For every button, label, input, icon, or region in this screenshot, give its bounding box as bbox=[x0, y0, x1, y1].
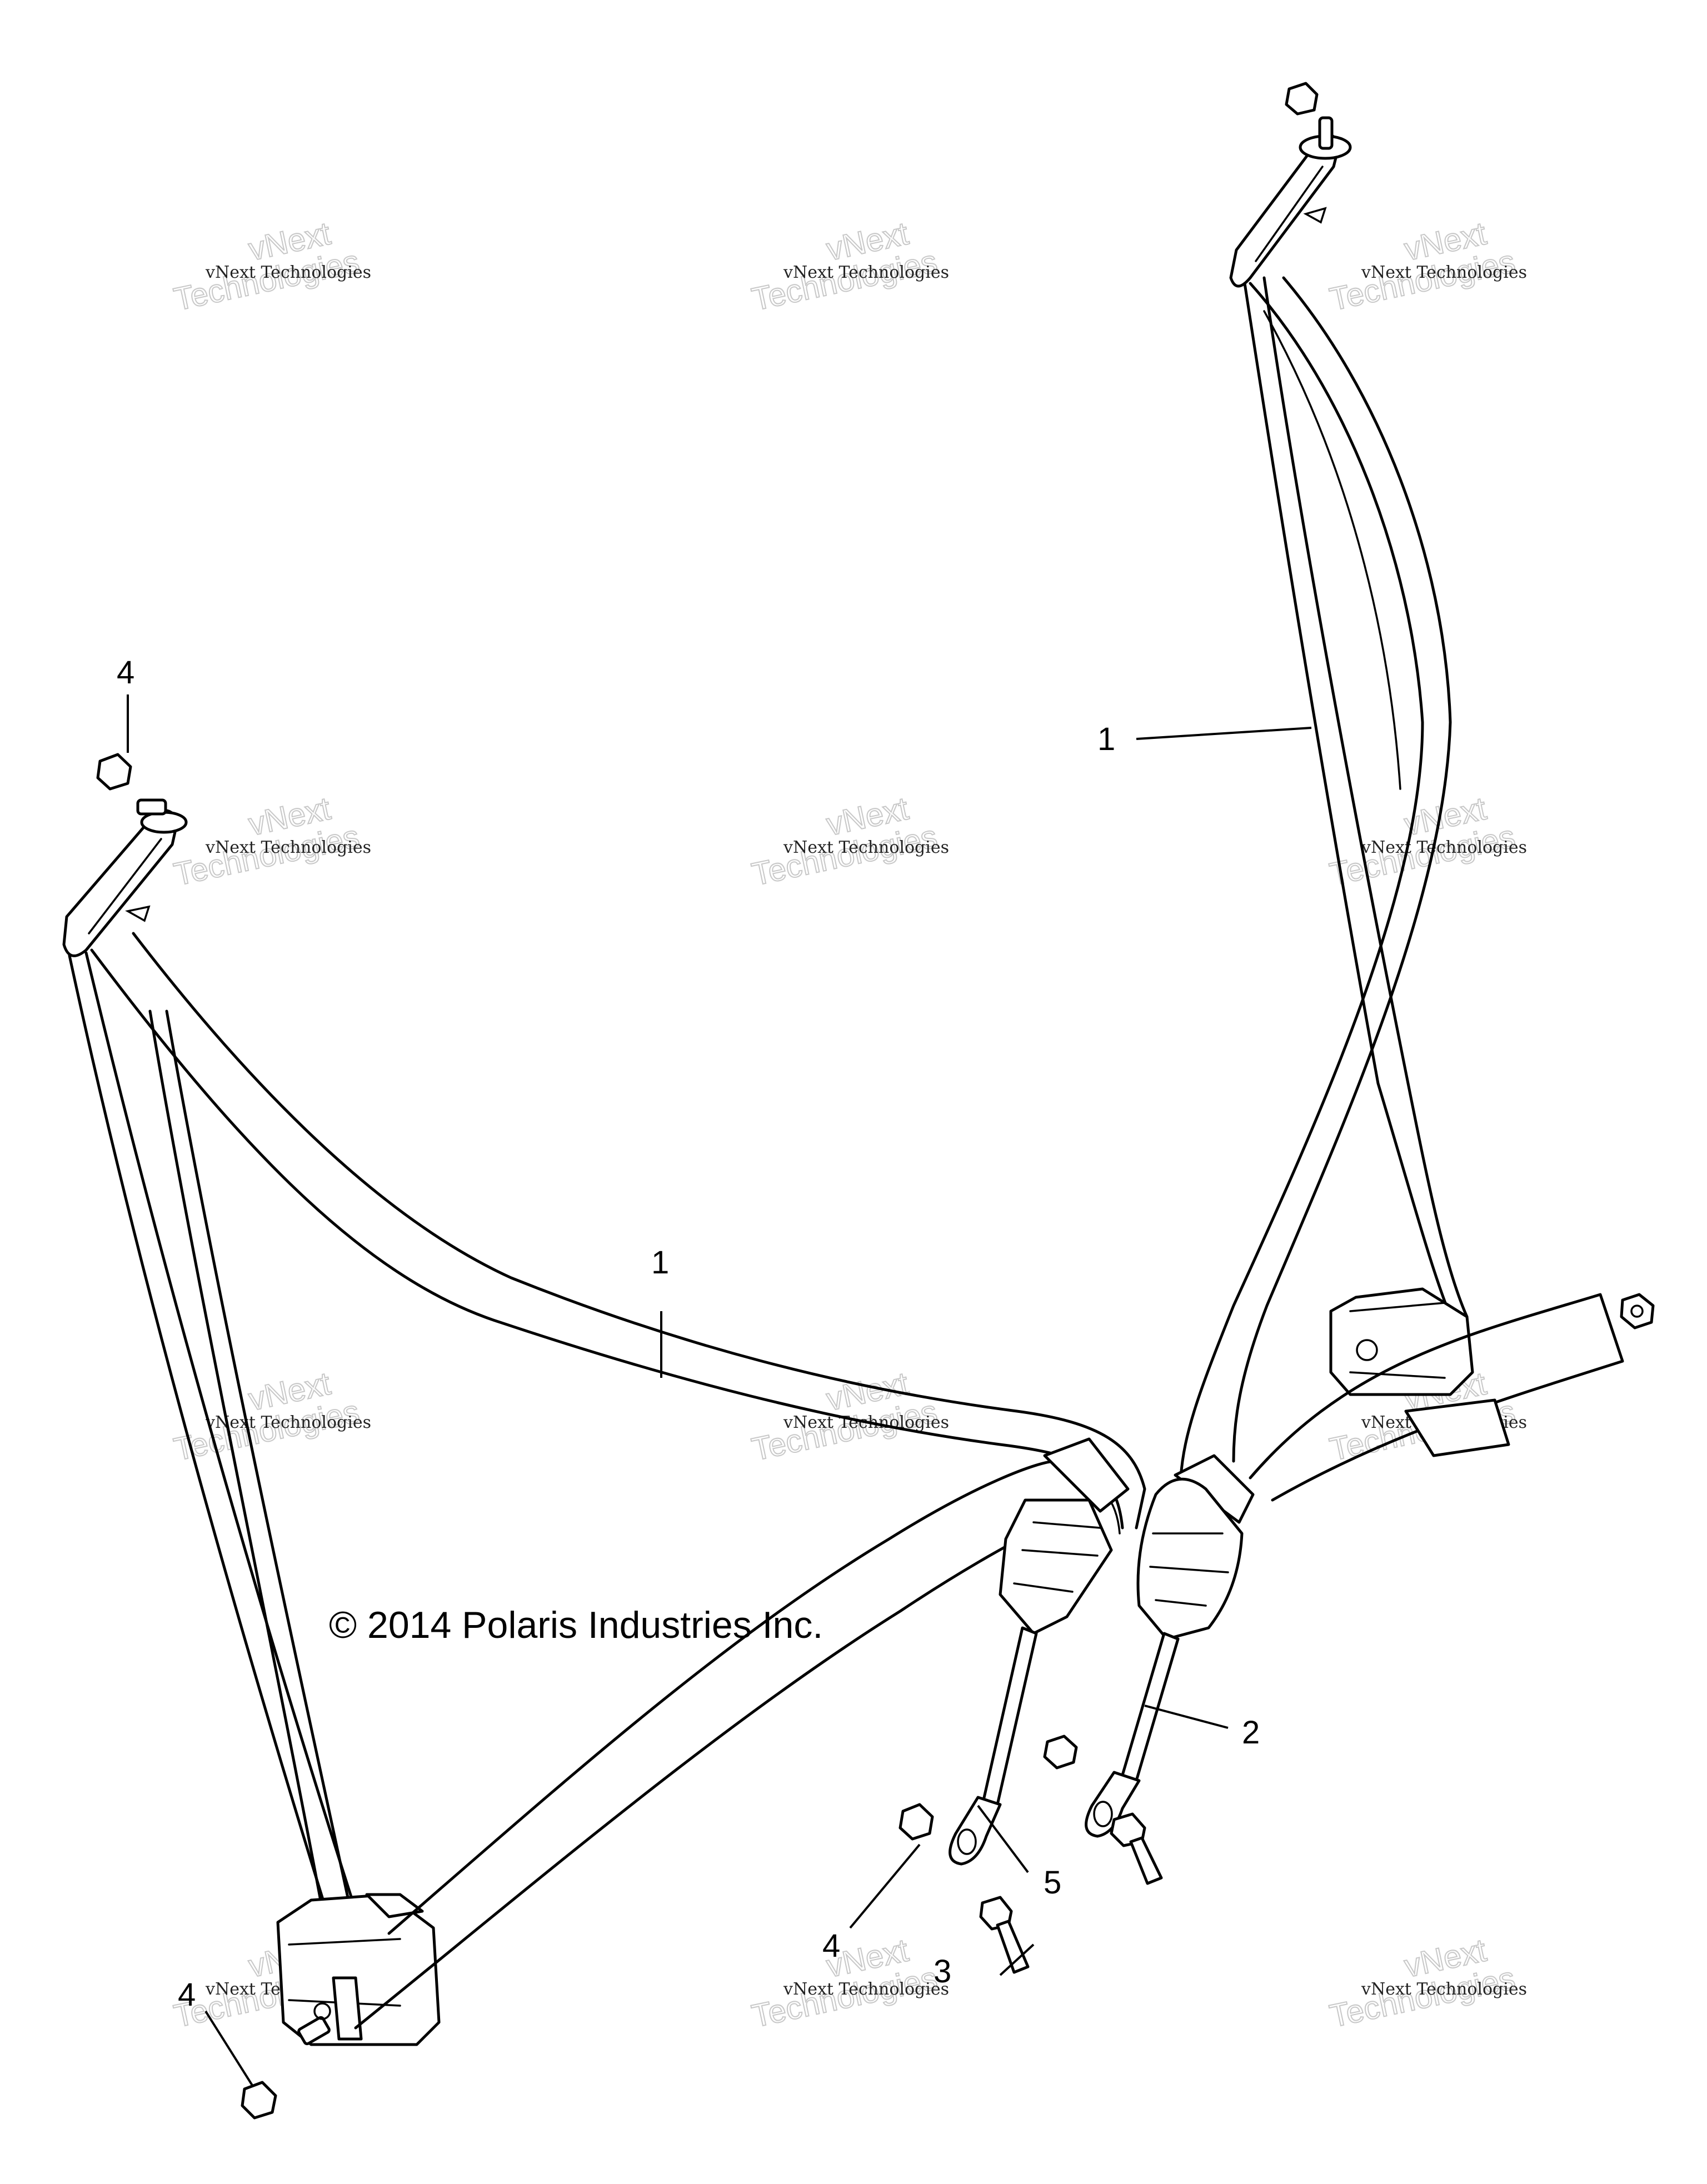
callout-4-top-left: 4 bbox=[117, 654, 134, 691]
left-inner-strap-edge bbox=[165, 1009, 357, 1935]
left-upper-anchor bbox=[62, 798, 188, 957]
left-buckle bbox=[949, 1437, 1130, 1866]
bolt-center bbox=[979, 1896, 1030, 1974]
nut-top-left bbox=[96, 753, 132, 791]
svg-text:vNext Technologies: vNext Technologies bbox=[205, 263, 371, 282]
watermark: vNext Technologies vNext Technologies bbox=[1326, 215, 1527, 318]
fasteners bbox=[96, 82, 1319, 2120]
nut-right-center bbox=[1043, 1735, 1078, 1770]
callout-3: 3 bbox=[934, 1953, 951, 1990]
callout-labels: 1 1 2 3 4 4 4 5 bbox=[117, 654, 1260, 2013]
right-buckle bbox=[1085, 1454, 1255, 1838]
watermark: vNext Technologies vNext Technologies bbox=[748, 1932, 949, 2035]
bolt-right bbox=[1110, 1812, 1163, 1885]
right-lap-strap bbox=[1249, 1293, 1624, 1502]
watermark: vNext Technologies vNext Technologies bbox=[170, 215, 371, 318]
callout-2: 2 bbox=[1242, 1715, 1260, 1751]
copyright-notice: © 2014 Polaris Industries Inc. bbox=[329, 1604, 823, 1646]
left-shoulder-strap-edge bbox=[84, 951, 363, 1930]
right-lap-lower-box bbox=[1404, 1398, 1510, 1457]
left-chest-strap-edge bbox=[132, 932, 1146, 1530]
callout-1-center: 1 bbox=[651, 1245, 669, 1281]
right-outer-strap-edge bbox=[1232, 276, 1452, 1463]
left-lap-strap bbox=[354, 1510, 1069, 2030]
watermark-layer: vNext Technologies vNext Technologies vN… bbox=[170, 215, 1527, 2035]
left-lap-strap-edge bbox=[387, 1460, 1057, 1935]
right-shoulder-strap-edge bbox=[1262, 276, 1469, 1318]
watermark: vNext Technologies vNext Technologies bbox=[1326, 1932, 1527, 2035]
svg-text:vNext Technologies: vNext Technologies bbox=[1361, 1980, 1527, 1999]
svg-text:vNext Technologies: vNext Technologies bbox=[205, 1413, 371, 1432]
nut-top-right bbox=[1285, 82, 1319, 116]
right-retractor bbox=[1329, 1287, 1474, 1396]
left-retractor bbox=[276, 1893, 441, 2046]
right-seat-belt-assembly bbox=[1085, 116, 1655, 1838]
right-lap-nut bbox=[1620, 1293, 1655, 1330]
svg-text:vNext Technologies: vNext Technologies bbox=[1361, 263, 1527, 282]
nut-bottom-left bbox=[241, 2081, 277, 2120]
watermark: vNext Technologies vNext Technologies bbox=[170, 790, 371, 893]
left-shoulder-strap bbox=[68, 954, 335, 1935]
right-upper-anchor bbox=[1229, 116, 1352, 288]
right-shoulder-strap bbox=[1243, 282, 1455, 1324]
svg-text:vNext Technologies: vNext Technologies bbox=[205, 838, 371, 857]
svg-text:vNext Technologies: vNext Technologies bbox=[783, 1980, 949, 1999]
callout-4-bottom-center: 4 bbox=[822, 1928, 840, 1964]
callout-1-right: 1 bbox=[1097, 721, 1115, 757]
callout-5: 5 bbox=[1044, 1865, 1061, 1901]
right-outer-strap bbox=[1179, 282, 1424, 1480]
svg-text:vNext Technologies: vNext Technologies bbox=[783, 263, 949, 282]
watermark: vNext Technologies vNext Technologies bbox=[748, 215, 949, 318]
svg-text:vNext Technologies: vNext Technologies bbox=[1361, 838, 1527, 857]
watermark: vNext Technologies vNext Technologies bbox=[748, 1365, 949, 1468]
callout-4-bottom-left: 4 bbox=[178, 1977, 196, 2013]
nut-center bbox=[899, 1803, 934, 1841]
watermark: vNext Technologies vNext Technologies bbox=[748, 790, 949, 893]
svg-text:vNext Technologies: vNext Technologies bbox=[783, 838, 949, 857]
left-seat-belt-assembly bbox=[62, 798, 1146, 2046]
leader-lines bbox=[127, 694, 1312, 2087]
left-inner-strap bbox=[148, 1009, 330, 1941]
